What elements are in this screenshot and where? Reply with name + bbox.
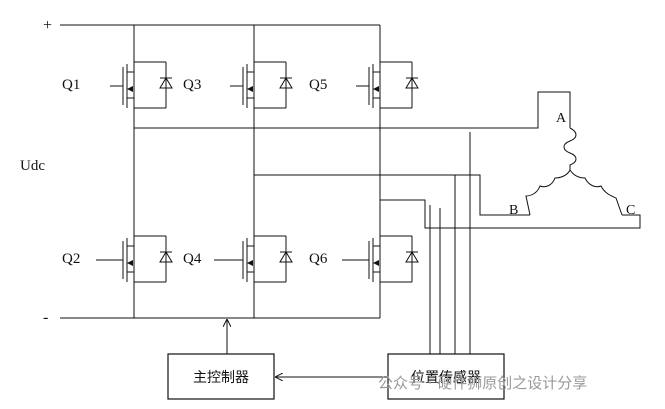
motor-star-windings: A B C xyxy=(509,111,635,218)
switch-q3: Q3 xyxy=(183,61,293,109)
switch-label-q6: Q6 xyxy=(309,251,328,267)
switch-label-q4: Q4 xyxy=(183,251,202,267)
phase-label-b: B xyxy=(509,203,518,218)
watermark-text: 公众号 · 硬件狮原创之设计分享 xyxy=(378,374,587,392)
phase-c-wiring xyxy=(380,199,641,229)
position-sensor-block: 位置传感器 xyxy=(387,353,505,400)
dc-plus-label: + xyxy=(43,17,52,34)
switch-q2: Q2 xyxy=(62,235,173,283)
phase-a-wiring xyxy=(134,91,571,129)
main-controller-block: 主控制器 xyxy=(167,353,275,400)
phase-b-wiring xyxy=(254,174,530,216)
phase-label-c: C xyxy=(626,203,635,218)
switch-label-q3: Q3 xyxy=(183,77,201,93)
main-controller-label: 主控制器 xyxy=(193,370,249,386)
switch-q4: Q4 xyxy=(183,235,293,283)
dc-voltage-label: Udc xyxy=(20,158,45,174)
position-sensor-label: 位置传感器 xyxy=(411,369,481,386)
switch-q5: Q5 xyxy=(309,61,419,109)
switch-q1: Q1 xyxy=(62,61,173,109)
dc-minus-label: - xyxy=(43,309,48,326)
switch-label-q2: Q2 xyxy=(62,251,80,267)
switch-label-q5: Q5 xyxy=(309,77,327,93)
switch-label-q1: Q1 xyxy=(62,77,80,93)
switch-q6: Q6 xyxy=(309,235,419,283)
phase-label-a: A xyxy=(556,111,567,126)
sensor-signal-lines xyxy=(429,132,471,354)
